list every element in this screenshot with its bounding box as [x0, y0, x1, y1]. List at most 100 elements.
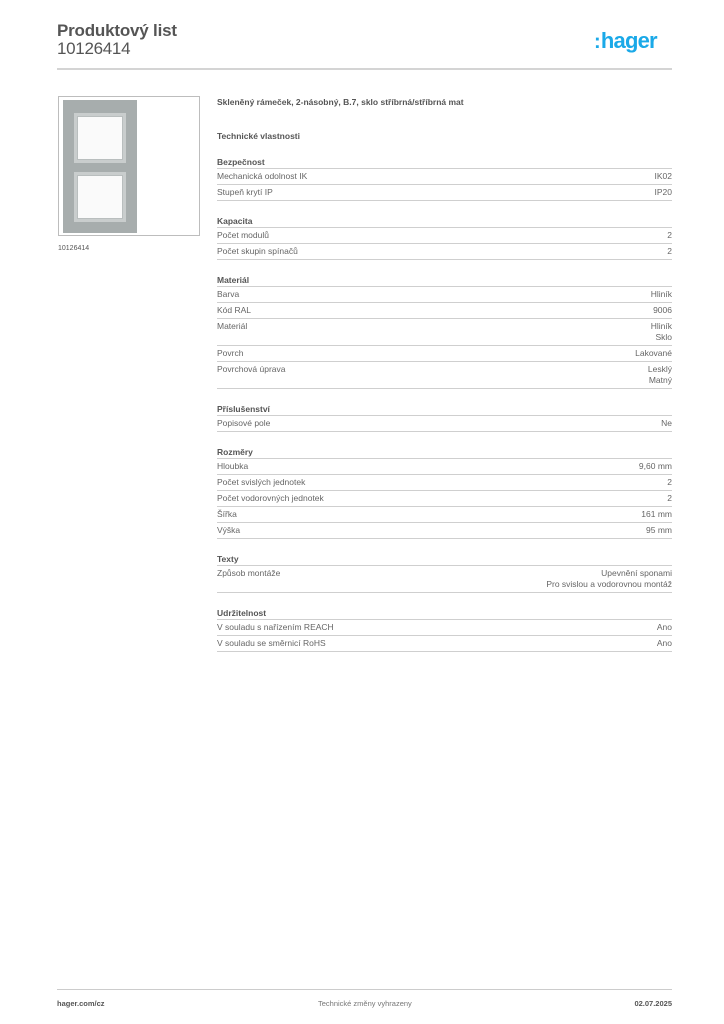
spec-label: Povrch	[217, 348, 244, 358]
product-code: 10126414	[57, 39, 131, 58]
frame-opening-bottom	[74, 172, 126, 222]
spec-value: 2	[667, 246, 672, 257]
spec-row: Počet vodorovných jednotek 2	[217, 491, 672, 507]
spec-value-line: 95 mm	[646, 525, 672, 535]
product-image	[58, 96, 200, 236]
spec-value-line: 2	[667, 477, 672, 487]
spec-label: Mechanická odolnost IK	[217, 171, 308, 181]
section-title: Texty	[217, 553, 672, 566]
footer-website: hager.com/cz	[57, 999, 105, 1008]
spec-label: Způsob montáže	[217, 568, 281, 578]
spec-label: Popisové pole	[217, 418, 271, 428]
spec-label: Výška	[217, 525, 241, 535]
section-title: Udržitelnost	[217, 607, 672, 620]
spec-value: IK02	[655, 171, 673, 182]
spec-label: Počet modulů	[217, 230, 269, 240]
spec-section: Udržitelnost V souladu s nařízením REACH A…	[217, 607, 672, 652]
spec-label: V souladu s nařízením REACH	[217, 622, 334, 632]
spec-value: 2	[667, 477, 672, 488]
spec-label: Hloubka	[217, 461, 249, 471]
logo-text: hager	[600, 28, 658, 53]
spec-value-line: Upevnění sponami	[601, 568, 672, 578]
page-title: Produktový list	[57, 21, 177, 40]
spec-row: Počet skupin spínačů 2	[217, 244, 672, 260]
spec-value-line: 2	[667, 246, 672, 256]
spec-label: Povrchová úprava	[217, 364, 286, 374]
logo-colon-icon: :	[594, 31, 601, 53]
spec-row: Kód RAL 9006	[217, 303, 672, 319]
spec-row: Mechanická odolnost IK IK02	[217, 169, 672, 185]
header-divider	[57, 68, 672, 70]
spec-row: Hloubka 9,60 mm	[217, 459, 672, 475]
spec-row: Stupeň krytí IP IP20	[217, 185, 672, 201]
spec-value: Ne	[661, 418, 672, 429]
spec-row: Šířka 161 mm	[217, 507, 672, 523]
section-title: Rozměry	[217, 446, 672, 459]
spec-value-line: Hliník	[650, 289, 672, 299]
spec-label: Stupeň krytí IP	[217, 187, 273, 197]
tech-heading: Technické vlastnosti	[217, 131, 300, 141]
spec-row: Počet svislých jednotek 2	[217, 475, 672, 491]
section-title: Kapacita	[217, 215, 672, 228]
footer-notice: Technické změny vyhrazeny	[318, 999, 412, 1008]
spec-value: 161 mm	[641, 509, 672, 520]
frame-opening-top	[74, 113, 126, 163]
hager-logo: :hager	[594, 28, 658, 54]
spec-row: Počet modulů 2	[217, 228, 672, 244]
spec-value-line: 9,60 mm	[638, 461, 672, 471]
spec-row: Povrch Lakované	[217, 346, 672, 362]
spec-value: Lakované	[635, 348, 672, 359]
spec-label: Šířka	[217, 509, 237, 519]
spec-value: 9006	[653, 305, 672, 316]
spec-value-line: Ano	[656, 622, 672, 632]
spec-row: Výška 95 mm	[217, 523, 672, 539]
spec-label: Materiál	[217, 321, 248, 331]
spec-value-line: Hliník	[650, 321, 672, 331]
spec-label: Počet svislých jednotek	[217, 477, 306, 487]
spec-value-line: Sklo	[655, 332, 672, 342]
spec-value-line: IP20	[654, 187, 673, 197]
spec-label: V souladu se směrnicí RoHS	[217, 638, 326, 648]
spec-label: Barva	[217, 289, 240, 299]
spec-value: Hliník	[651, 289, 672, 300]
spec-value-line: IK02	[654, 171, 673, 181]
spec-value: Ano	[657, 638, 672, 649]
spec-row: Popisové pole Ne	[217, 416, 672, 432]
spec-value: IP20	[655, 187, 673, 198]
spec-value-line: 2	[667, 493, 672, 503]
frame-illustration	[63, 100, 137, 233]
spec-value-line: Pro svislou a vodorovnou montáž	[546, 579, 672, 589]
spec-row: V souladu s nařízením REACH Ano	[217, 620, 672, 636]
spec-value-line: 9006	[653, 305, 672, 315]
spec-value-line: Matný	[648, 375, 672, 385]
product-title: Skleněný rámeček, 2-násobný, B.7, sklo s…	[217, 97, 464, 107]
section-title: Příslušenství	[217, 403, 672, 416]
spec-row: Barva Hliník	[217, 287, 672, 303]
spec-value: 9,60 mm	[639, 461, 672, 472]
spec-value: 2	[667, 230, 672, 241]
spec-label: Počet vodorovných jednotek	[217, 493, 324, 503]
footer-date: 02.07.2025	[634, 999, 672, 1008]
spec-value-line: Lesklý	[647, 364, 672, 374]
spec-label: Kód RAL	[217, 305, 252, 315]
spec-label: Počet skupin spínačů	[217, 246, 298, 256]
section-title: Bezpečnost	[217, 156, 672, 169]
spec-value-line: Ano	[656, 638, 672, 648]
spec-value: 2	[667, 493, 672, 504]
spec-value-line: 2	[667, 230, 672, 240]
spec-value-line: 161 mm	[641, 509, 672, 519]
spec-value-line: Ne	[661, 418, 672, 428]
